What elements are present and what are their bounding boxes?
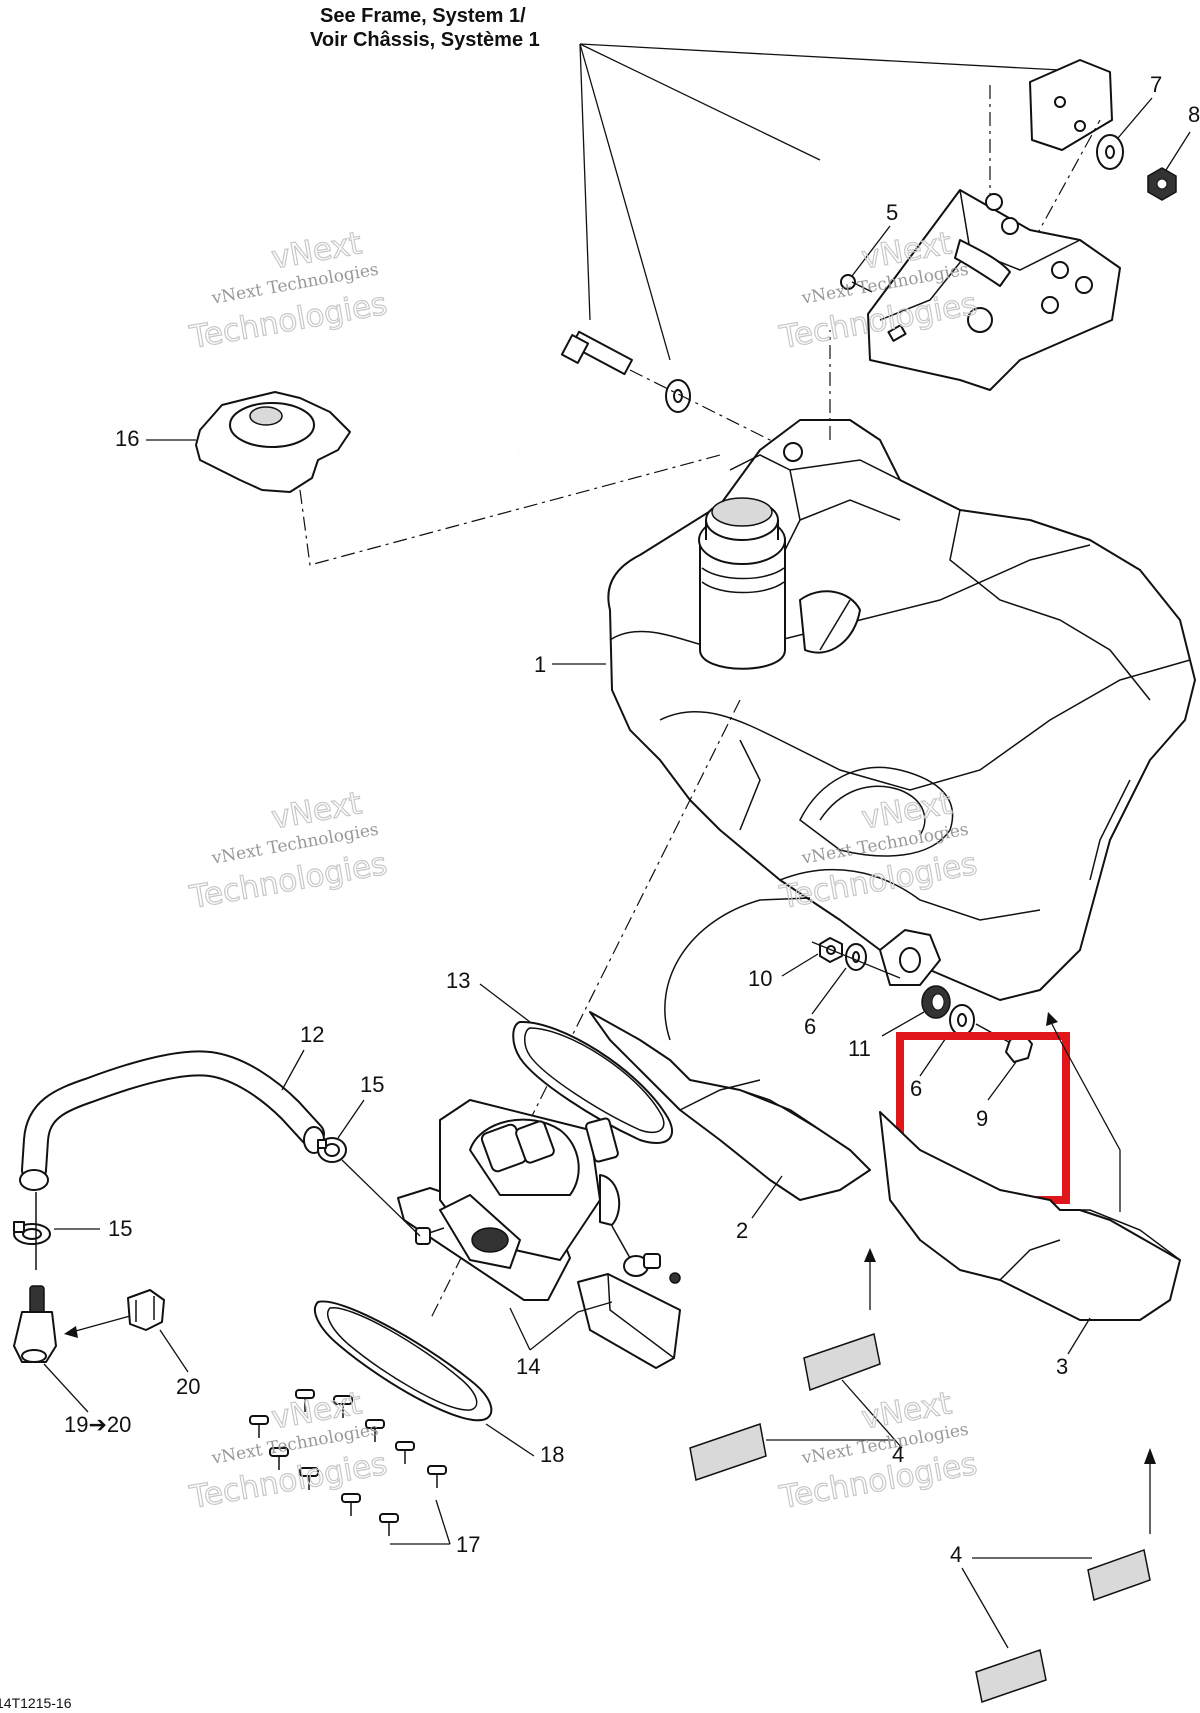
fuel-tank-part-1: [607, 419, 1196, 1001]
connector-part-19: [13, 1285, 57, 1363]
pad-d: [975, 1649, 1047, 1703]
svg-text:8: 8: [1188, 102, 1200, 127]
svg-text:9: 9: [976, 1106, 988, 1131]
fuel-hose-part-12: [19, 1050, 325, 1191]
clip-to-connector-arrow: [71, 1315, 131, 1333]
callout-6-lower: 6: [910, 1031, 951, 1101]
svg-text:4: 4: [892, 1442, 904, 1467]
callout-13: 13: [446, 968, 531, 1023]
callout-15-upper: 15: [337, 1072, 384, 1139]
svg-text:3: 3: [1056, 1354, 1068, 1379]
frame-reference-note: See Frame, System 1/ Voir Châssis, Systè…: [310, 5, 540, 51]
pad-b: [689, 1423, 767, 1481]
screws-part-17: [249, 1389, 447, 1536]
callout-12: 12: [281, 1022, 324, 1091]
svg-text:11: 11: [848, 1036, 871, 1061]
rivet-part-5: [840, 274, 873, 293]
frame-tab-bracket: [1029, 59, 1113, 151]
svg-text:12: 12: [300, 1022, 324, 1047]
callout-15-lower: 15: [54, 1216, 132, 1241]
callout-7: 7: [1117, 72, 1162, 139]
callout-5: 5: [851, 200, 898, 277]
svg-text:4: 4: [950, 1542, 962, 1567]
washer-part-7: [1096, 134, 1124, 170]
pad-arrows: [864, 1248, 1156, 1534]
fuel-cap-part-16: [195, 259, 523, 493]
pad-c: [1087, 1549, 1151, 1601]
watermark-1: vNext vNext Technologies Technologies: [186, 225, 391, 357]
callout-6-upper: 6: [804, 967, 847, 1039]
svg-text:6: 6: [910, 1076, 922, 1101]
heat-shield-part-2: [589, 1011, 871, 1201]
callout-4-lower: 4: [950, 1542, 1092, 1649]
callout-14: 14: [509, 1301, 613, 1379]
cap-alignment-dashline: [299, 454, 721, 566]
svg-text:14: 14: [516, 1354, 540, 1379]
svg-text:16: 16: [115, 426, 139, 451]
shield-2-guide-curve: [664, 897, 811, 1041]
washer-part-6-upper: [845, 943, 867, 971]
callout-10: 10: [748, 953, 819, 991]
shield-3-guide-line: [1051, 1023, 1121, 1212]
svg-text:13: 13: [446, 968, 470, 993]
fuel-pump-part-14: [397, 1099, 681, 1369]
svg-text:15: 15: [360, 1072, 384, 1097]
frame-bolt: [560, 330, 634, 376]
washer-part-6-lower: [949, 1004, 975, 1036]
svg-text:18: 18: [540, 1442, 564, 1467]
clamp-part-15-upper: [317, 1137, 347, 1163]
callout-16: 16: [115, 426, 196, 451]
clip-arrowhead: [64, 1326, 78, 1338]
nut-washer-axis: [811, 941, 901, 979]
header-line-2: Voir Châssis, Système 1: [310, 29, 540, 51]
callout-20: 20: [159, 1329, 200, 1399]
drawing-reference: 14T1215-16: [0, 1695, 72, 1711]
clamp-part-15-lower: [13, 1221, 51, 1245]
header-line-1: See Frame, System 1/: [320, 5, 526, 27]
frame-washer: [665, 379, 691, 413]
frame-reference-leaders: [579, 43, 1061, 361]
watermark-4: vNext vNext Technologies Technologies: [776, 785, 981, 917]
callout-8: 8: [1165, 102, 1200, 171]
callout-17: 17: [390, 1499, 480, 1557]
gasket-part-13: [512, 1020, 674, 1144]
nut-part-8: [1147, 167, 1177, 201]
svg-text:17: 17: [456, 1532, 480, 1557]
callout-19-20: 19➔20: [43, 1363, 131, 1437]
callout-3: 3: [1056, 1317, 1091, 1379]
svg-text:5: 5: [886, 200, 898, 225]
svg-text:19➔20: 19➔20: [64, 1412, 131, 1437]
callout-2: 2: [736, 1175, 783, 1243]
svg-text:20: 20: [176, 1374, 200, 1399]
bolt-axis-dashline: [629, 369, 831, 471]
watermark-6: vNext vNext Technologies Technologies: [776, 1385, 981, 1517]
callout-4-upper: 4: [766, 1379, 904, 1467]
bolt-part-9: [975, 1023, 1033, 1063]
clip-part-20: [127, 1289, 165, 1331]
clamp-to-pump-line: [341, 1159, 421, 1237]
pad-a: [803, 1333, 881, 1392]
callout-9: 9: [976, 1061, 1017, 1131]
heat-shield-part-3: [879, 1111, 1181, 1321]
shield-3-arrowhead: [1046, 1012, 1058, 1026]
grommet-part-11: [921, 985, 951, 1019]
svg-text:6: 6: [804, 1014, 816, 1039]
callout-1: 1: [534, 652, 606, 677]
callout-18: 18: [485, 1423, 564, 1467]
svg-text:7: 7: [1150, 72, 1162, 97]
svg-text:10: 10: [748, 966, 772, 991]
svg-text:1: 1: [534, 652, 546, 677]
watermark-3: vNext vNext Technologies Technologies: [186, 785, 391, 917]
pads-part-4: [689, 1333, 1151, 1703]
callout-11: 11: [848, 1011, 925, 1061]
svg-text:15: 15: [108, 1216, 132, 1241]
svg-text:2: 2: [736, 1218, 748, 1243]
retaining-ring-part-18: [313, 1300, 493, 1422]
tank-bracket-part-5: [867, 189, 1121, 391]
